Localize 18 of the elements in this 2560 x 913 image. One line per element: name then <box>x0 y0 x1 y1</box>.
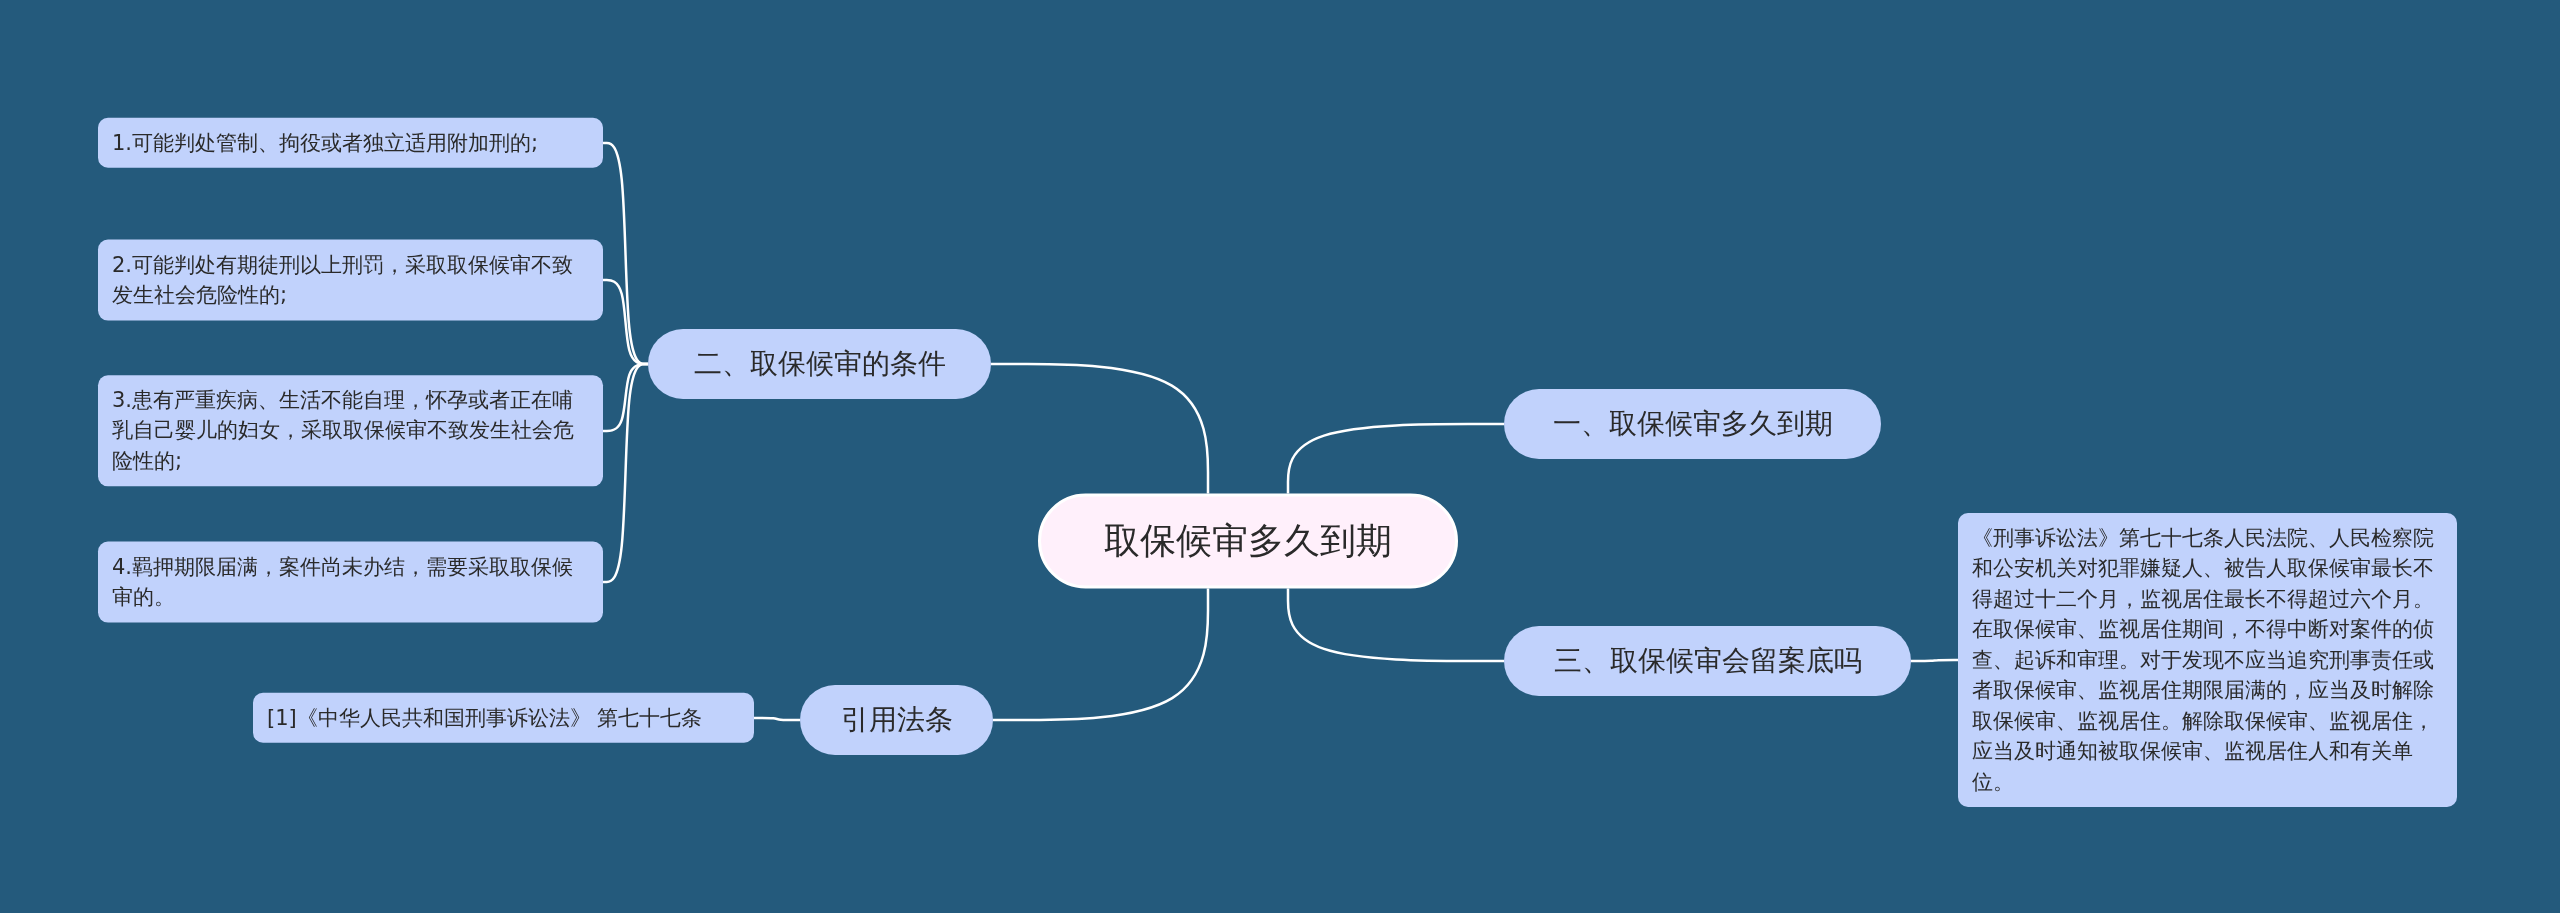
subtopic-card: 《刑事诉讼法》第七十七条人民法院、人民检察院和公安机关对犯罪嫌疑人、被告人取保候审最长不得超过十二个月，监视居住最长不得超过六个月。在取保候审、监视居住期间，不得中断对案件的侦查、起诉和审理。对于发现不应当追究刑事责任或者取保候审、监视居住期限届满的，应当及时解除取保候审、监视居住。解除取保候审、监视居住，应当及时通知被取保候审、监视居住人和有关单位。 <box>1958 513 2457 807</box>
connector-line <box>1286 422 1506 495</box>
subtopic-card: 3.患有严重疾病、生活不能自理，怀孕或者正在哺乳自己婴儿的妇女，采取取保候审不致发生社会危险性的; <box>98 375 603 487</box>
connector-line <box>1286 587 1506 663</box>
connector-line <box>603 362 648 584</box>
connector-line <box>1911 658 1958 663</box>
topic-box: 三、取保候审会留案底吗 <box>1504 626 1911 696</box>
subtopic-card: 1.可能判处管制、拘役或者独立适用附加刑的; <box>98 117 603 169</box>
topic-box: 引用法条 <box>800 685 993 755</box>
connector-line <box>989 362 1210 495</box>
connector-line <box>754 716 800 722</box>
topic-box: 二、取保候审的条件 <box>648 329 991 399</box>
central-topic: 取保候审多久到期 <box>1038 493 1458 589</box>
connector-line <box>991 587 1210 722</box>
topic-box: 一、取保候审多久到期 <box>1504 389 1881 459</box>
subtopic-card: [1]《中华人民共和国刑事诉讼法》 第七十七条 <box>253 692 754 744</box>
subtopic-card: 4.羁押期限届满，案件尚未办结，需要采取取保候审的。 <box>98 541 603 623</box>
subtopic-card: 2.可能判处有期徒刑以上刑罚，采取取保候审不致发生社会危险性的; <box>98 239 603 321</box>
